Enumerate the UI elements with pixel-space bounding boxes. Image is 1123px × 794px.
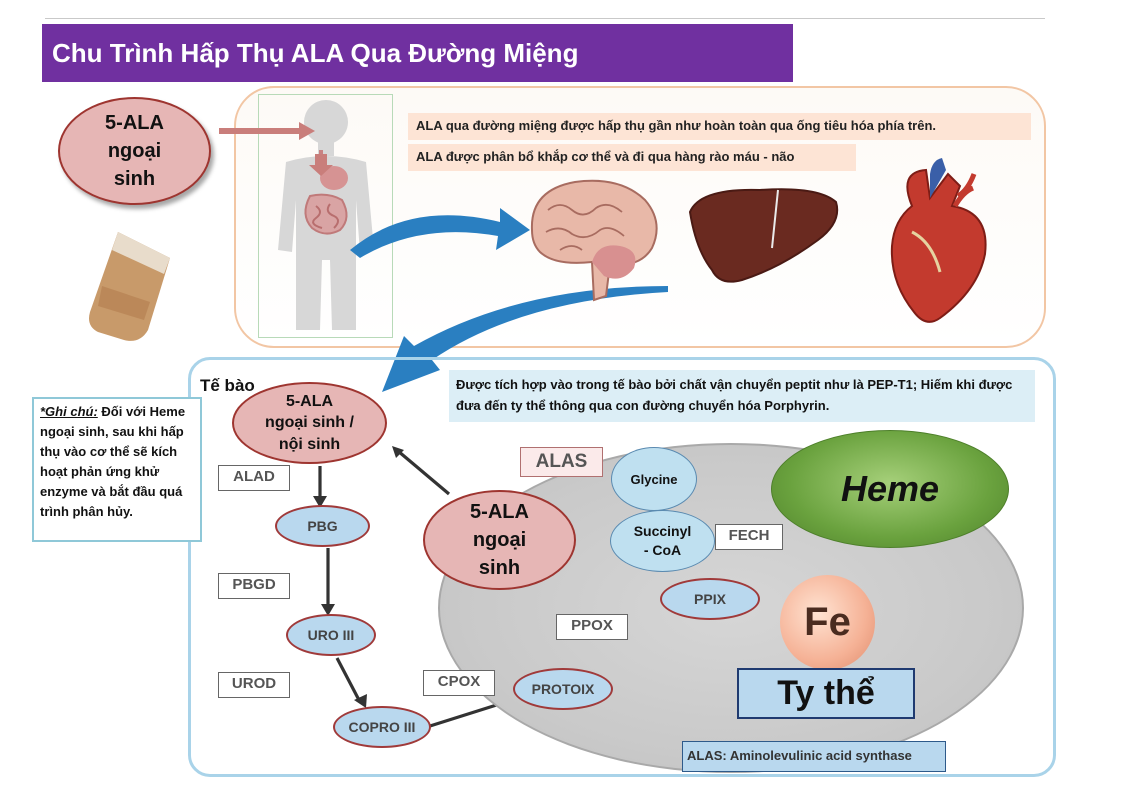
node-ppix-label: PPIX	[694, 591, 726, 607]
cell-entry-arrow	[382, 286, 668, 392]
brain-icon	[530, 179, 658, 302]
body-frame	[258, 94, 393, 338]
mitochondria-label: Ty thể	[737, 668, 915, 719]
ala-exo-endo-label: 5-ALA ngoại sinh / nội sinh	[265, 392, 354, 453]
enzyme-fech: FECH	[715, 524, 783, 550]
human-body-icon	[278, 100, 374, 330]
side-note: *Ghi chú: Đối với Heme ngoại sinh, sau k…	[32, 397, 202, 542]
enzyme-urod: UROD	[218, 672, 290, 698]
ala-exogenous-label: 5-ALA ngoại sinh	[105, 112, 164, 190]
node-uro: URO III	[286, 614, 376, 656]
node-copro-label: COPRO III	[348, 719, 416, 735]
distribution-note: ALA được phân bổ khắp cơ thể và đi qua h…	[408, 144, 856, 171]
enzyme-pbgd: PBGD	[218, 573, 290, 599]
cell-panel	[188, 357, 1056, 777]
heme-bubble: Heme	[771, 430, 1009, 548]
iron-bubble: Fe	[780, 575, 875, 670]
node-copro: COPRO III	[333, 706, 431, 748]
ala-mito-bubble: 5-ALA ngoại sinh	[423, 490, 576, 590]
enzyme-ppox: PPOX	[556, 614, 628, 640]
node-protoix: PROTOIX	[513, 668, 613, 710]
supplement-bottle-icon	[89, 232, 170, 341]
cell-label: Tế bào	[200, 376, 255, 395]
iron-label: Fe	[804, 600, 851, 644]
digestion-arrow	[309, 154, 333, 176]
node-pbg: PBG	[275, 505, 370, 547]
distribution-arrow	[350, 208, 530, 258]
page-title: Chu Trình Hấp Thụ ALA Qua Đường Miệng	[42, 24, 793, 82]
enzyme-cpox: CPOX	[423, 670, 495, 696]
node-pbg-label: PBG	[307, 518, 338, 534]
enzyme-alad: ALAD	[218, 465, 290, 491]
succinyl-coa-label: Succinyl - CoA	[633, 523, 692, 558]
node-uro-label: URO III	[307, 627, 355, 643]
side-note-label: *Ghi chú:	[40, 404, 98, 419]
alas-legend: ALAS: Aminolevulinic acid synthase	[682, 741, 946, 772]
ingestion-arrow	[219, 122, 315, 140]
glycine-label: Glycine	[630, 471, 678, 487]
heme-label: Heme	[840, 468, 940, 509]
side-note-text: Đối với Heme ngoại sinh, sau khi hấp thụ…	[40, 404, 186, 519]
node-protoix-label: PROTOIX	[531, 681, 595, 697]
ala-exo-endo-bubble: 5-ALA ngoại sinh / nội sinh	[232, 382, 387, 464]
enzyme-alas: ALAS	[520, 447, 603, 477]
succinyl-coa-bubble: Succinyl - CoA	[610, 510, 715, 572]
liver-icon	[688, 188, 839, 283]
top-divider	[45, 18, 1045, 19]
cell-transport-note: Được tích hợp vào trong tế bào bởi chất …	[449, 370, 1035, 422]
node-ppix: PPIX	[660, 578, 760, 620]
ala-mito-label: 5-ALA ngoại sinh	[470, 501, 529, 579]
absorption-note: ALA qua đường miệng được hấp thụ gần như…	[408, 113, 1031, 140]
heart-icon	[890, 158, 987, 323]
glycine-bubble: Glycine	[611, 447, 697, 511]
ala-exogenous-bubble: 5-ALA ngoại sinh	[58, 97, 211, 205]
